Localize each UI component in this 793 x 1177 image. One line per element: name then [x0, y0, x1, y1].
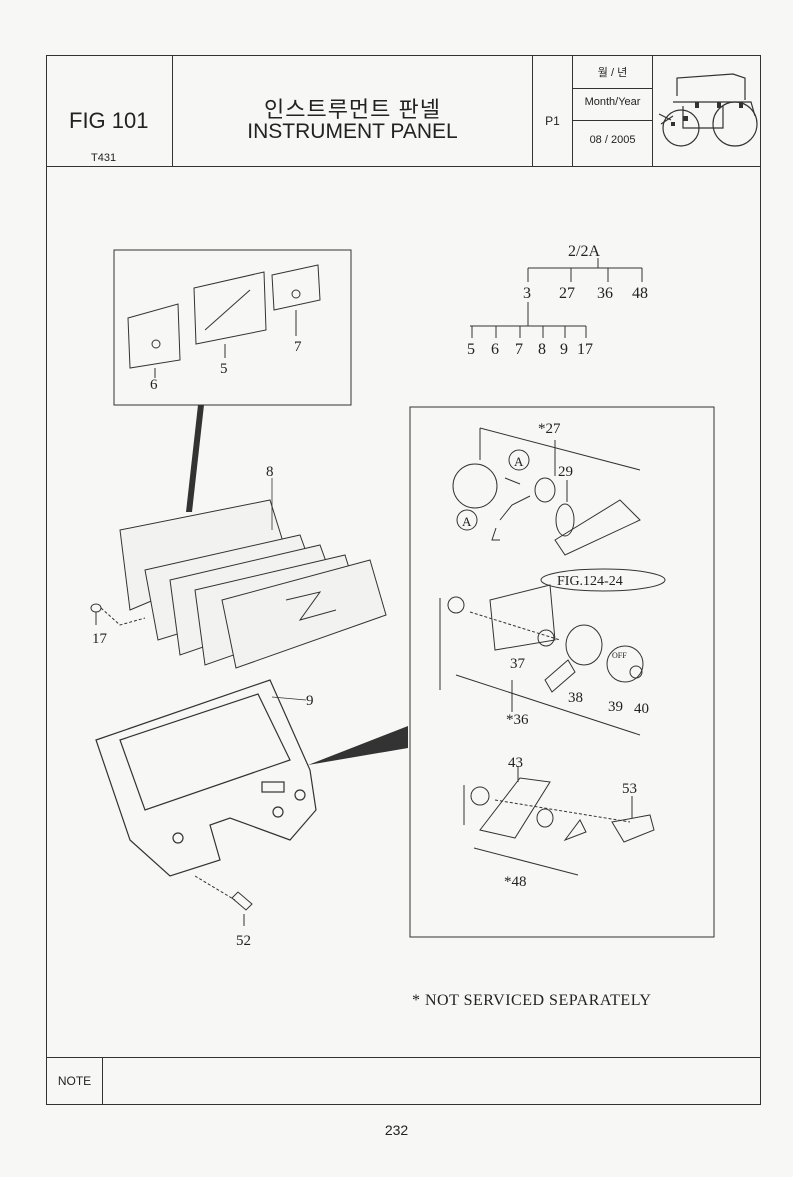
page-code-cell: P1: [533, 56, 573, 166]
gauge-inset-frame: [113, 249, 352, 406]
tree-l1-36: 36: [597, 285, 613, 302]
page-number: 232: [384, 1122, 409, 1138]
fig-ref-oval: [540, 568, 666, 592]
callout-9: 9: [306, 693, 314, 709]
note-label: NOTE: [47, 1058, 103, 1104]
inset-pointer: [186, 405, 204, 512]
callout-5: 5: [220, 361, 228, 377]
callout-43: 43: [508, 755, 523, 771]
detail-a-label-2: A: [462, 514, 472, 529]
fig-ref-label: FIG.124-24: [557, 574, 623, 589]
note-row: NOTE: [47, 1057, 760, 1104]
callout-52: 52: [236, 933, 251, 949]
date-label-korean: 월 / 년: [597, 67, 628, 79]
glass-glare: [285, 591, 337, 621]
detail-a-label: A: [514, 454, 524, 469]
callout-7: 7: [294, 339, 302, 355]
callout-6: 6: [150, 377, 158, 393]
tree-l2-5: 5: [467, 341, 475, 358]
ignition-switch-assembly: [452, 427, 641, 556]
switch-48-assembly: [463, 766, 655, 876]
instrument-cluster-stack: [119, 499, 387, 669]
footnote: * NOT SERVICED SEPARATELY: [412, 992, 652, 1009]
callout-8: 8: [266, 464, 274, 480]
tree-l2-17: 17: [577, 341, 593, 358]
tractor-icon-cell: [653, 56, 760, 166]
callout-53: 53: [622, 781, 637, 797]
tractor-icon: [658, 73, 758, 147]
callout-37: 37: [510, 656, 526, 672]
leader-9: [271, 696, 307, 701]
callout-39: 39: [608, 699, 623, 715]
panel-hood: [95, 679, 317, 877]
fig-cell: FIG 101 T431: [47, 56, 173, 166]
date-cell: 월 / 년 Month/Year 08 / 2005: [573, 56, 653, 166]
tree-l2-8: 8: [538, 341, 546, 358]
parts-tree-lines: [470, 258, 643, 338]
callout-48: *48: [504, 874, 527, 890]
date-value: 08 / 2005: [589, 134, 636, 146]
screw-17: [90, 603, 146, 626]
tree-l2-6: 6: [491, 341, 499, 358]
page-code: P1: [545, 114, 560, 128]
title-cell: 인스트루먼트 판넬 INSTRUMENT PANEL: [173, 56, 533, 166]
fig-number: FIG 101: [69, 108, 149, 133]
switch-detail-frame: [409, 406, 715, 938]
date-label-english: Month/Year: [584, 96, 641, 108]
date-divider-2: [573, 120, 652, 121]
model-code: T431: [91, 152, 117, 164]
light-switch-assembly: [439, 584, 644, 736]
callout-29: 29: [558, 464, 573, 480]
tree-l1-3: 3: [523, 285, 531, 302]
title-english: INSTRUMENT PANEL: [247, 120, 458, 143]
callout-40: 40: [634, 701, 649, 717]
header-block: FIG 101 T431 인스트루먼트 판넬 INSTRUMENT PANEL …: [47, 56, 760, 167]
tree-l2-7: 7: [515, 341, 523, 358]
gauge-inset-drawings: [127, 264, 321, 378]
tree-root: 2/2A: [568, 243, 600, 260]
bolt-52: [194, 875, 253, 926]
callout-36: *36: [506, 712, 529, 728]
tree-l1-48: 48: [632, 285, 648, 302]
tree-l1-27: 27: [559, 285, 575, 302]
date-divider: [573, 88, 652, 89]
knob-off-label: OFF: [612, 651, 627, 660]
parts-sheet: FIG 101 T431 인스트루먼트 판넬 INSTRUMENT PANEL …: [46, 55, 761, 1105]
hood-pointer: [308, 726, 408, 765]
callout-38: 38: [568, 690, 583, 706]
tree-l2-9: 9: [560, 341, 568, 358]
callout-27: *27: [538, 421, 561, 437]
title-korean: 인스트루먼트 판넬: [263, 97, 442, 122]
callout-17: 17: [92, 631, 108, 647]
